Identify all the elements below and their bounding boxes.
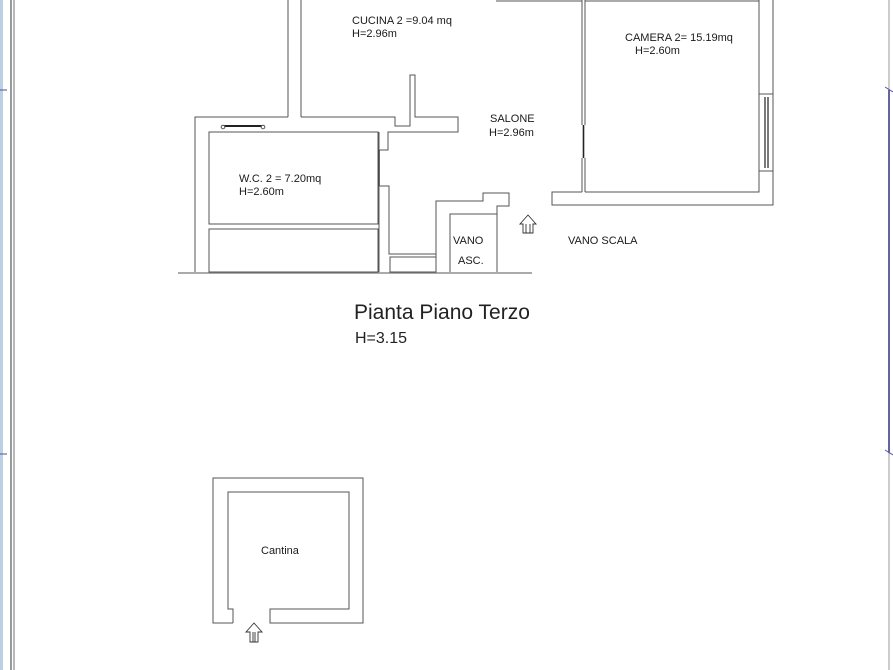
- cantina-entry-arrow-icon: [244, 622, 264, 643]
- room-height-wc: H=2.60m: [239, 186, 284, 198]
- room-label-vano-asc-1: VANO: [453, 235, 484, 247]
- room-label-camera: CAMERA 2= 15.19mq: [625, 32, 733, 44]
- walls: [178, 0, 774, 274]
- room-label-vano-scala: VANO SCALA: [568, 235, 638, 247]
- plan-title: Pianta Piano Terzo: [354, 301, 530, 324]
- cantina-walls: [212, 477, 364, 643]
- room-height-salone: H=2.96m: [489, 127, 534, 139]
- room-label-wc: W.C. 2 = 7.20mq: [239, 173, 322, 185]
- room-height-camera: H=2.60m: [635, 45, 680, 57]
- room-label-vano-asc-2: ASC.: [458, 255, 484, 267]
- sheet-frame-right: [884, 0, 893, 670]
- sheet-frame-left: [0, 0, 15, 670]
- room-label-cucina: CUCINA 2 =9.04 mq: [352, 15, 452, 27]
- room-height-cucina: H=2.96m: [352, 28, 397, 40]
- plan-floor-height: H=3.15: [355, 330, 408, 347]
- room-label-cantina: Cantina: [261, 545, 299, 557]
- room-label-salone: SALONE: [490, 113, 535, 125]
